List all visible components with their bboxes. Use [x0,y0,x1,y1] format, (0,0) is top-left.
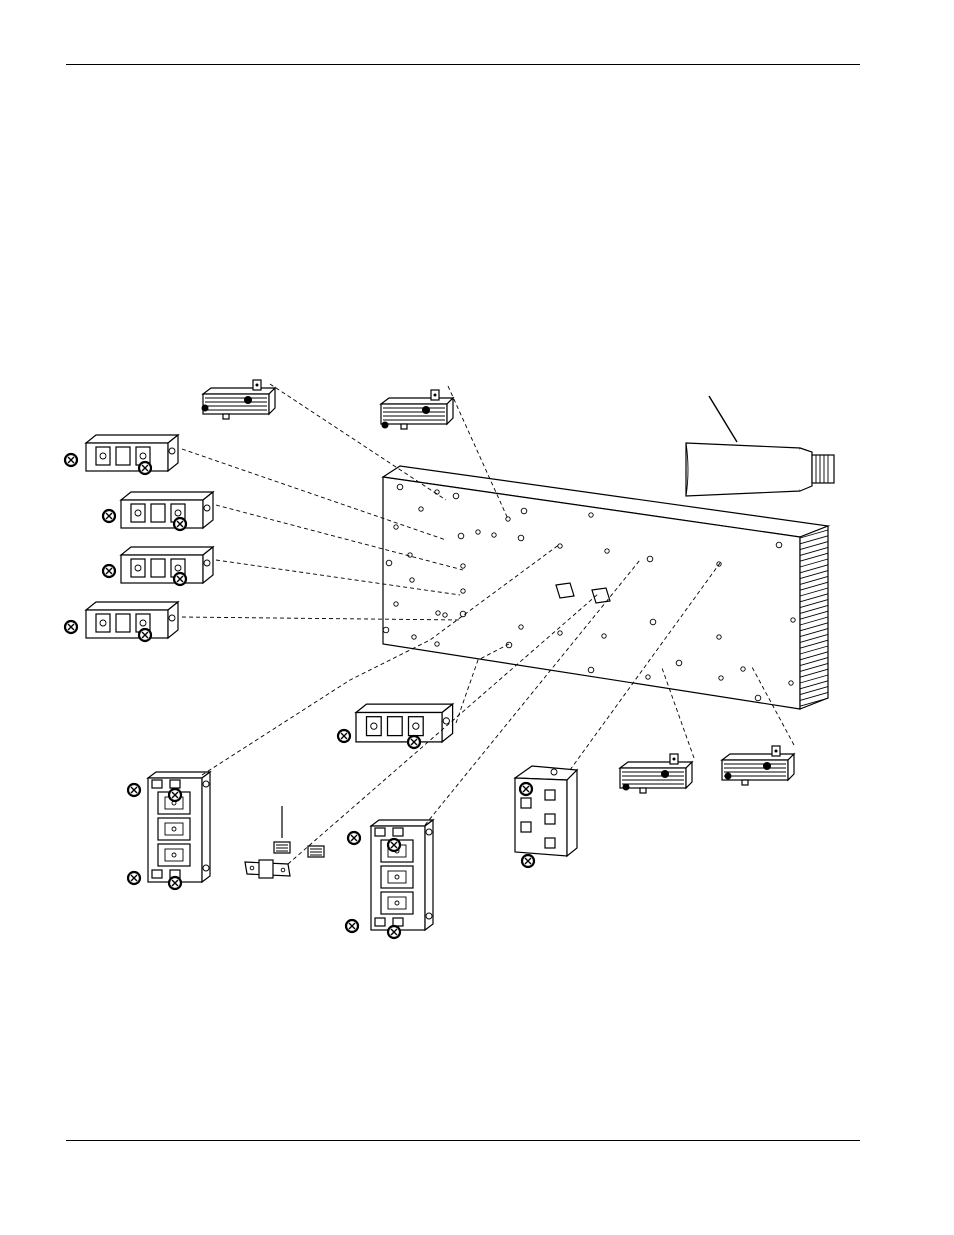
mounting-hole [520,507,528,515]
bridge-rectifier [513,765,579,869]
mounting-hole [775,541,783,549]
footer-rule [66,1140,860,1141]
thermal-compound-tube [685,395,835,497]
mounting-hole [393,601,399,607]
mounting-hole [518,624,524,630]
mounting-hole [435,610,441,616]
mounting-hole [385,559,393,567]
heatsink-fins [799,529,829,707]
igbt-module [126,771,211,891]
mounting-hole [649,618,657,626]
mounting-hole [740,666,746,672]
mounting-hole [418,506,424,512]
dual-module [101,546,214,587]
mounting-hole [457,532,465,540]
tube-leader-line [708,395,738,443]
mounting-hole [411,634,417,640]
dual-module [63,434,179,476]
mounting-hole [393,524,399,530]
mounting-hole [460,588,466,594]
thermal-pad [273,806,291,854]
mounting-hole [475,529,481,535]
mounting-hole [505,516,511,522]
sensor-bracket [244,859,291,879]
mounting-hole [788,680,794,686]
mounting-hole [557,543,563,549]
mounting-hole [646,555,654,563]
dual-module [63,601,179,643]
mounting-hole [382,626,390,634]
mounting-hole [491,532,497,538]
header-rule [66,64,860,65]
resistor [380,389,454,430]
mounting-hole [601,633,607,639]
heatsink [381,465,831,710]
mounting-hole [790,617,796,623]
mounting-hole [754,694,762,702]
resistor [201,379,276,420]
heatsink-holes [382,483,796,702]
resistor [721,745,795,786]
mounting-hole [587,666,595,674]
resistor [619,753,693,794]
mounting-hole [716,634,722,640]
mounting-hole [645,674,651,680]
mounting-hole [452,492,460,500]
dual-module [101,491,214,532]
mounting-hole [517,534,525,542]
mounting-hole [434,641,440,647]
mounting-hole [409,577,415,583]
dual-module [336,703,454,750]
mounting-hole [442,612,448,618]
mounting-hole [407,552,413,558]
mounting-hole [557,630,563,636]
assembly-leader-lines [181,383,795,865]
mounting-hole [460,563,466,569]
mounting-hole [604,548,610,554]
mounting-hole [675,659,683,667]
mounting-hole [588,512,594,518]
igbt-module [344,819,434,940]
mounting-hole [396,483,404,491]
mounting-hole [718,675,724,681]
thermal-pad [307,845,325,858]
